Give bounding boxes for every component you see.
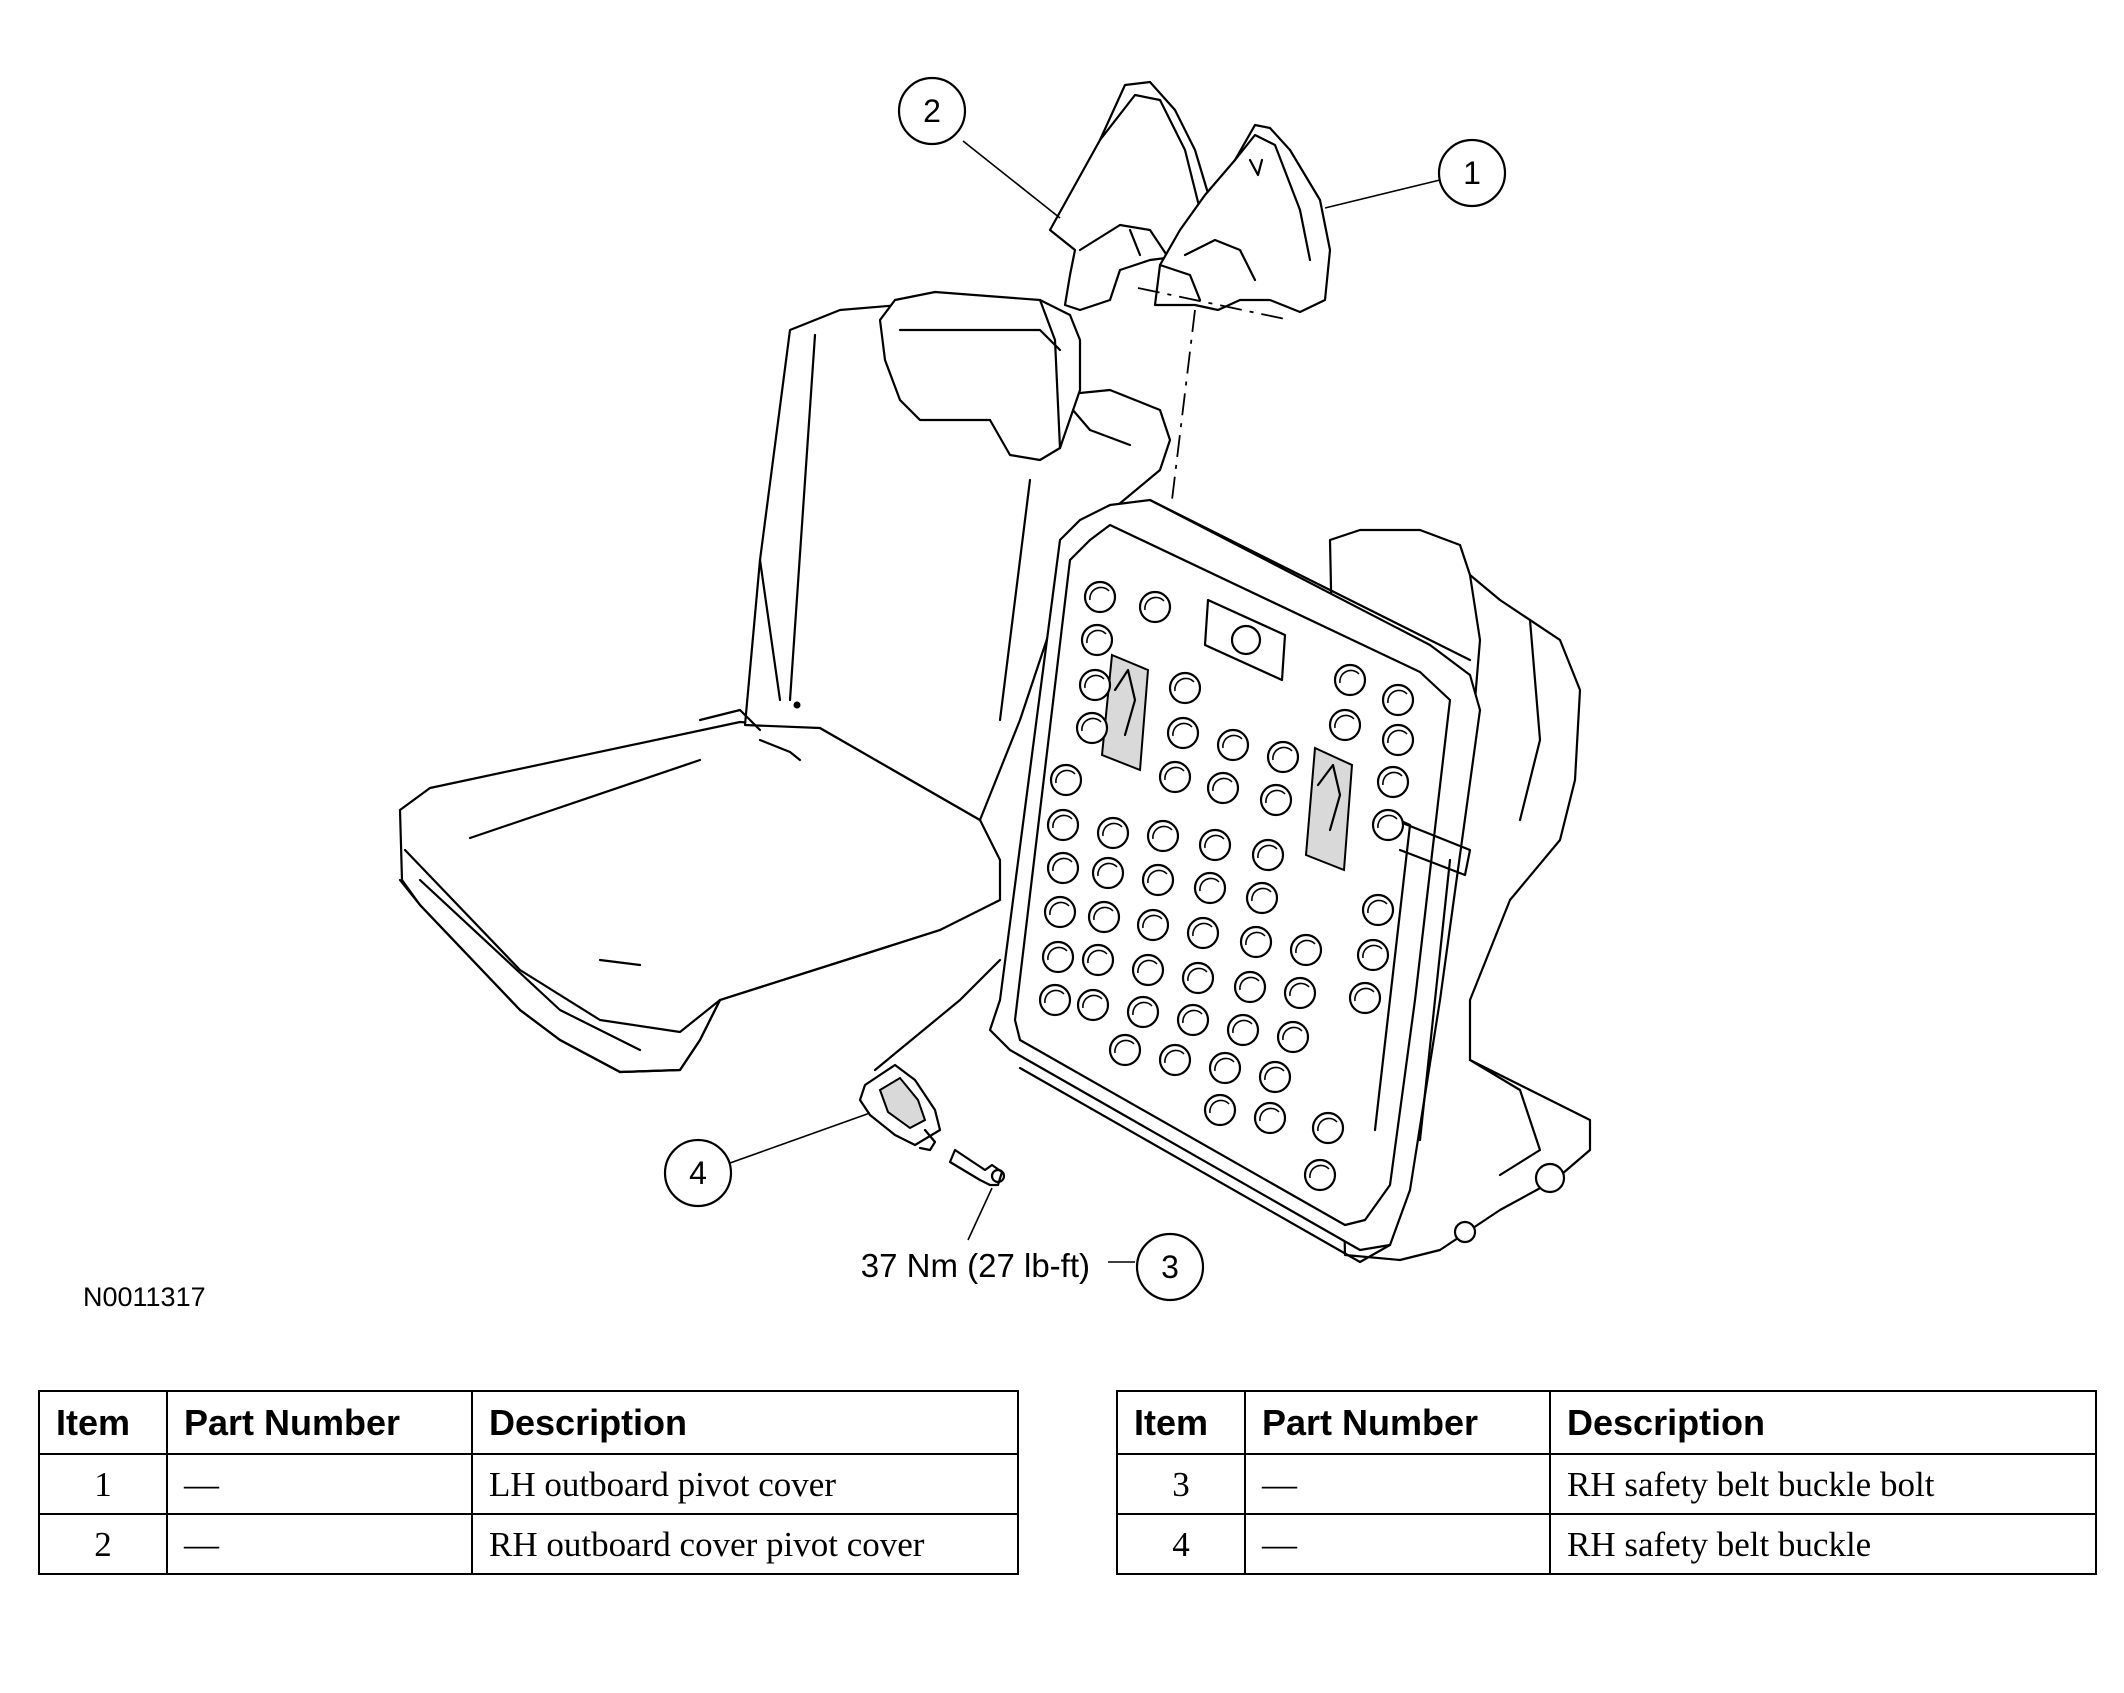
cell-description: RH safety belt buckle bolt bbox=[1549, 1453, 2097, 1515]
pivot-cover-center-line bbox=[1171, 309, 1196, 501]
cell-part-number: — bbox=[166, 1513, 473, 1575]
header-part-number: Part Number bbox=[166, 1390, 473, 1455]
lh-outboard-pivot-cover bbox=[1153, 123, 1332, 314]
parts-table-left: Item Part Number Description 1 — LH outb… bbox=[38, 1390, 1019, 1575]
safety-belt-buckle bbox=[858, 958, 1002, 1152]
cell-item: 2 bbox=[38, 1513, 168, 1575]
cell-part-number: — bbox=[1244, 1513, 1551, 1575]
table-row: 2 — RH outboard cover pivot cover bbox=[38, 1513, 1019, 1575]
table-row: 4 — RH safety belt buckle bbox=[1116, 1513, 2097, 1575]
cell-description: LH outboard pivot cover bbox=[471, 1453, 1019, 1515]
callout-4-number: 4 bbox=[689, 1155, 707, 1191]
callout-1-number: 1 bbox=[1463, 155, 1481, 191]
table-row: 1 — LH outboard pivot cover bbox=[38, 1453, 1019, 1515]
cell-part-number: — bbox=[1244, 1453, 1551, 1515]
header-description: Description bbox=[1549, 1390, 2097, 1455]
header-part-number: Part Number bbox=[1244, 1390, 1551, 1455]
callout-3-number: 3 bbox=[1161, 1249, 1179, 1285]
callout-2: 2 bbox=[897, 76, 1061, 219]
seat-back-grid-dimples bbox=[1038, 580, 1415, 1192]
header-description: Description bbox=[471, 1390, 1019, 1455]
cell-description: RH safety belt buckle bbox=[1549, 1513, 2097, 1575]
callout-1: 1 bbox=[1324, 138, 1507, 209]
header-item: Item bbox=[38, 1390, 168, 1455]
parts-table-right: Item Part Number Description 3 — RH safe… bbox=[1116, 1390, 2097, 1575]
table-header-row: Item Part Number Description bbox=[1116, 1390, 2097, 1455]
cell-item: 3 bbox=[1116, 1453, 1246, 1515]
seat-cushion bbox=[398, 720, 1002, 1074]
table-header-row: Item Part Number Description bbox=[38, 1390, 1019, 1455]
callout-3: 3 37 Nm (27 lb-ft) bbox=[861, 1187, 1205, 1302]
callout-2-number: 2 bbox=[923, 93, 941, 129]
torque-spec-label: 37 Nm (27 lb-ft) bbox=[861, 1247, 1090, 1284]
table-row: 3 — RH safety belt buckle bolt bbox=[1116, 1453, 2097, 1515]
pivot-cover-alignment-line bbox=[1137, 287, 1291, 321]
cell-part-number: — bbox=[166, 1453, 473, 1515]
cell-description: RH outboard cover pivot cover bbox=[471, 1513, 1019, 1575]
header-item: Item bbox=[1116, 1390, 1246, 1455]
cell-item: 1 bbox=[38, 1453, 168, 1515]
figure-id: N0011317 bbox=[83, 1282, 206, 1312]
cell-item: 4 bbox=[1116, 1513, 1246, 1575]
callout-4: 4 bbox=[663, 1112, 871, 1208]
headrest bbox=[878, 290, 1082, 462]
safety-belt-buckle-bolt bbox=[948, 1148, 1006, 1187]
